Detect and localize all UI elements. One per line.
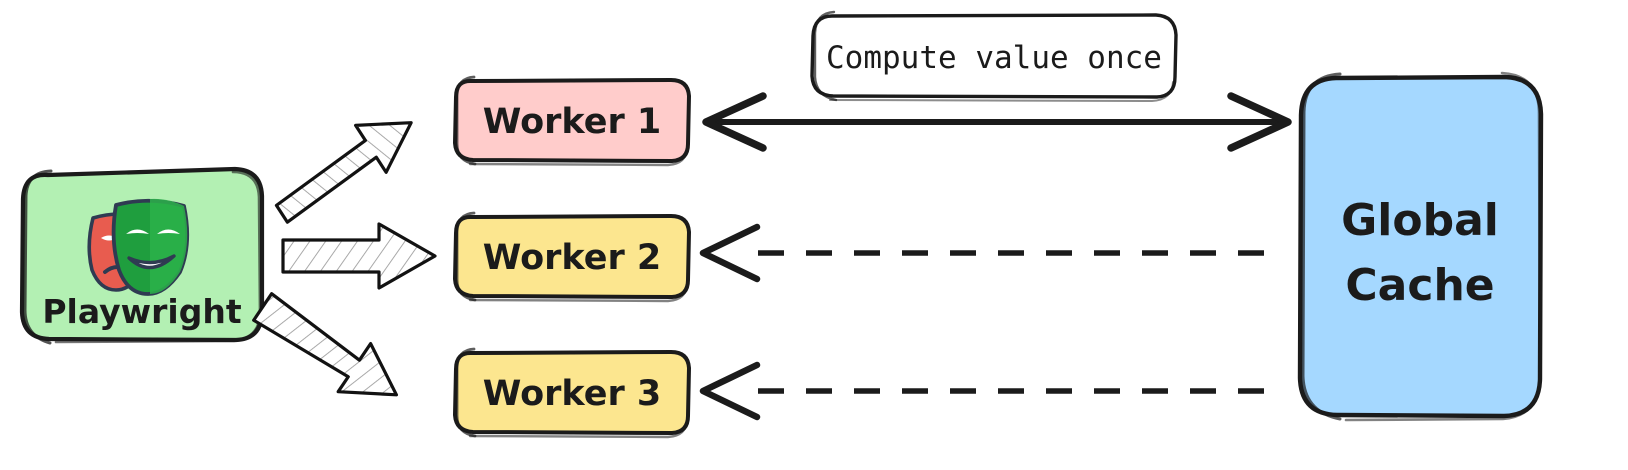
theater-masks-icon — [87, 198, 190, 296]
edge-playwright-to-worker1[interactable] — [263, 99, 426, 232]
node-worker3[interactable]: Worker 3 — [453, 347, 691, 439]
edge-playwright-to-worker2[interactable] — [281, 222, 437, 290]
edge-label-box-sketch2 — [829, 81, 1174, 102]
worker2-label: Worker 2 — [483, 238, 662, 278]
worker1-label: Worker 1 — [483, 102, 662, 142]
worker2-box-sketch — [455, 211, 477, 302]
worker1-box-sketch2 — [468, 146, 689, 167]
edge-label-box-sketch — [813, 10, 838, 102]
arrowhead-left-worker2 — [699, 223, 761, 283]
node-worker1[interactable]: Worker 1 — [453, 75, 691, 167]
node-playwright[interactable]: Playwright — [19, 166, 265, 345]
playwright-box-sketch-left — [23, 169, 53, 345]
global-cache-label-line1: Global — [1341, 195, 1499, 246]
edge-label-text: Compute value once — [826, 40, 1162, 76]
global-cache-box-sketch — [1301, 72, 1342, 421]
arrowhead-left — [702, 92, 767, 152]
worker3-box-sketch2 — [468, 418, 689, 439]
edge-label-compute-value-once: Compute value once — [810, 10, 1178, 102]
block-arrow-shape-2 — [281, 222, 437, 290]
playwright-label: Playwright — [42, 292, 241, 331]
edge-cache-to-worker3[interactable] — [699, 361, 1284, 421]
edge-cache-to-worker2[interactable] — [699, 223, 1284, 283]
worker3-box-sketch — [455, 347, 477, 438]
node-worker2[interactable]: Worker 2 — [453, 211, 691, 303]
worker3-label: Worker 3 — [483, 374, 662, 414]
edge-worker1-cache-bidirectional[interactable] — [702, 92, 1292, 152]
global-cache-box-fill — [1297, 74, 1544, 419]
global-cache-box-sketch2 — [1344, 71, 1542, 422]
edge-playwright-to-worker3[interactable] — [247, 282, 412, 420]
worker1-box-sketch — [455, 75, 477, 166]
arrowhead-right — [1227, 92, 1292, 152]
block-arrow-shape-1 — [274, 121, 413, 224]
node-global-cache[interactable]: Global Cache — [1297, 71, 1544, 422]
global-cache-label-line2: Cache — [1345, 260, 1494, 311]
block-arrow-shape-3 — [252, 292, 399, 397]
arrowhead-left-worker3 — [699, 361, 761, 421]
worker2-box-sketch2 — [468, 282, 689, 303]
edge-label-box — [810, 13, 1178, 99]
